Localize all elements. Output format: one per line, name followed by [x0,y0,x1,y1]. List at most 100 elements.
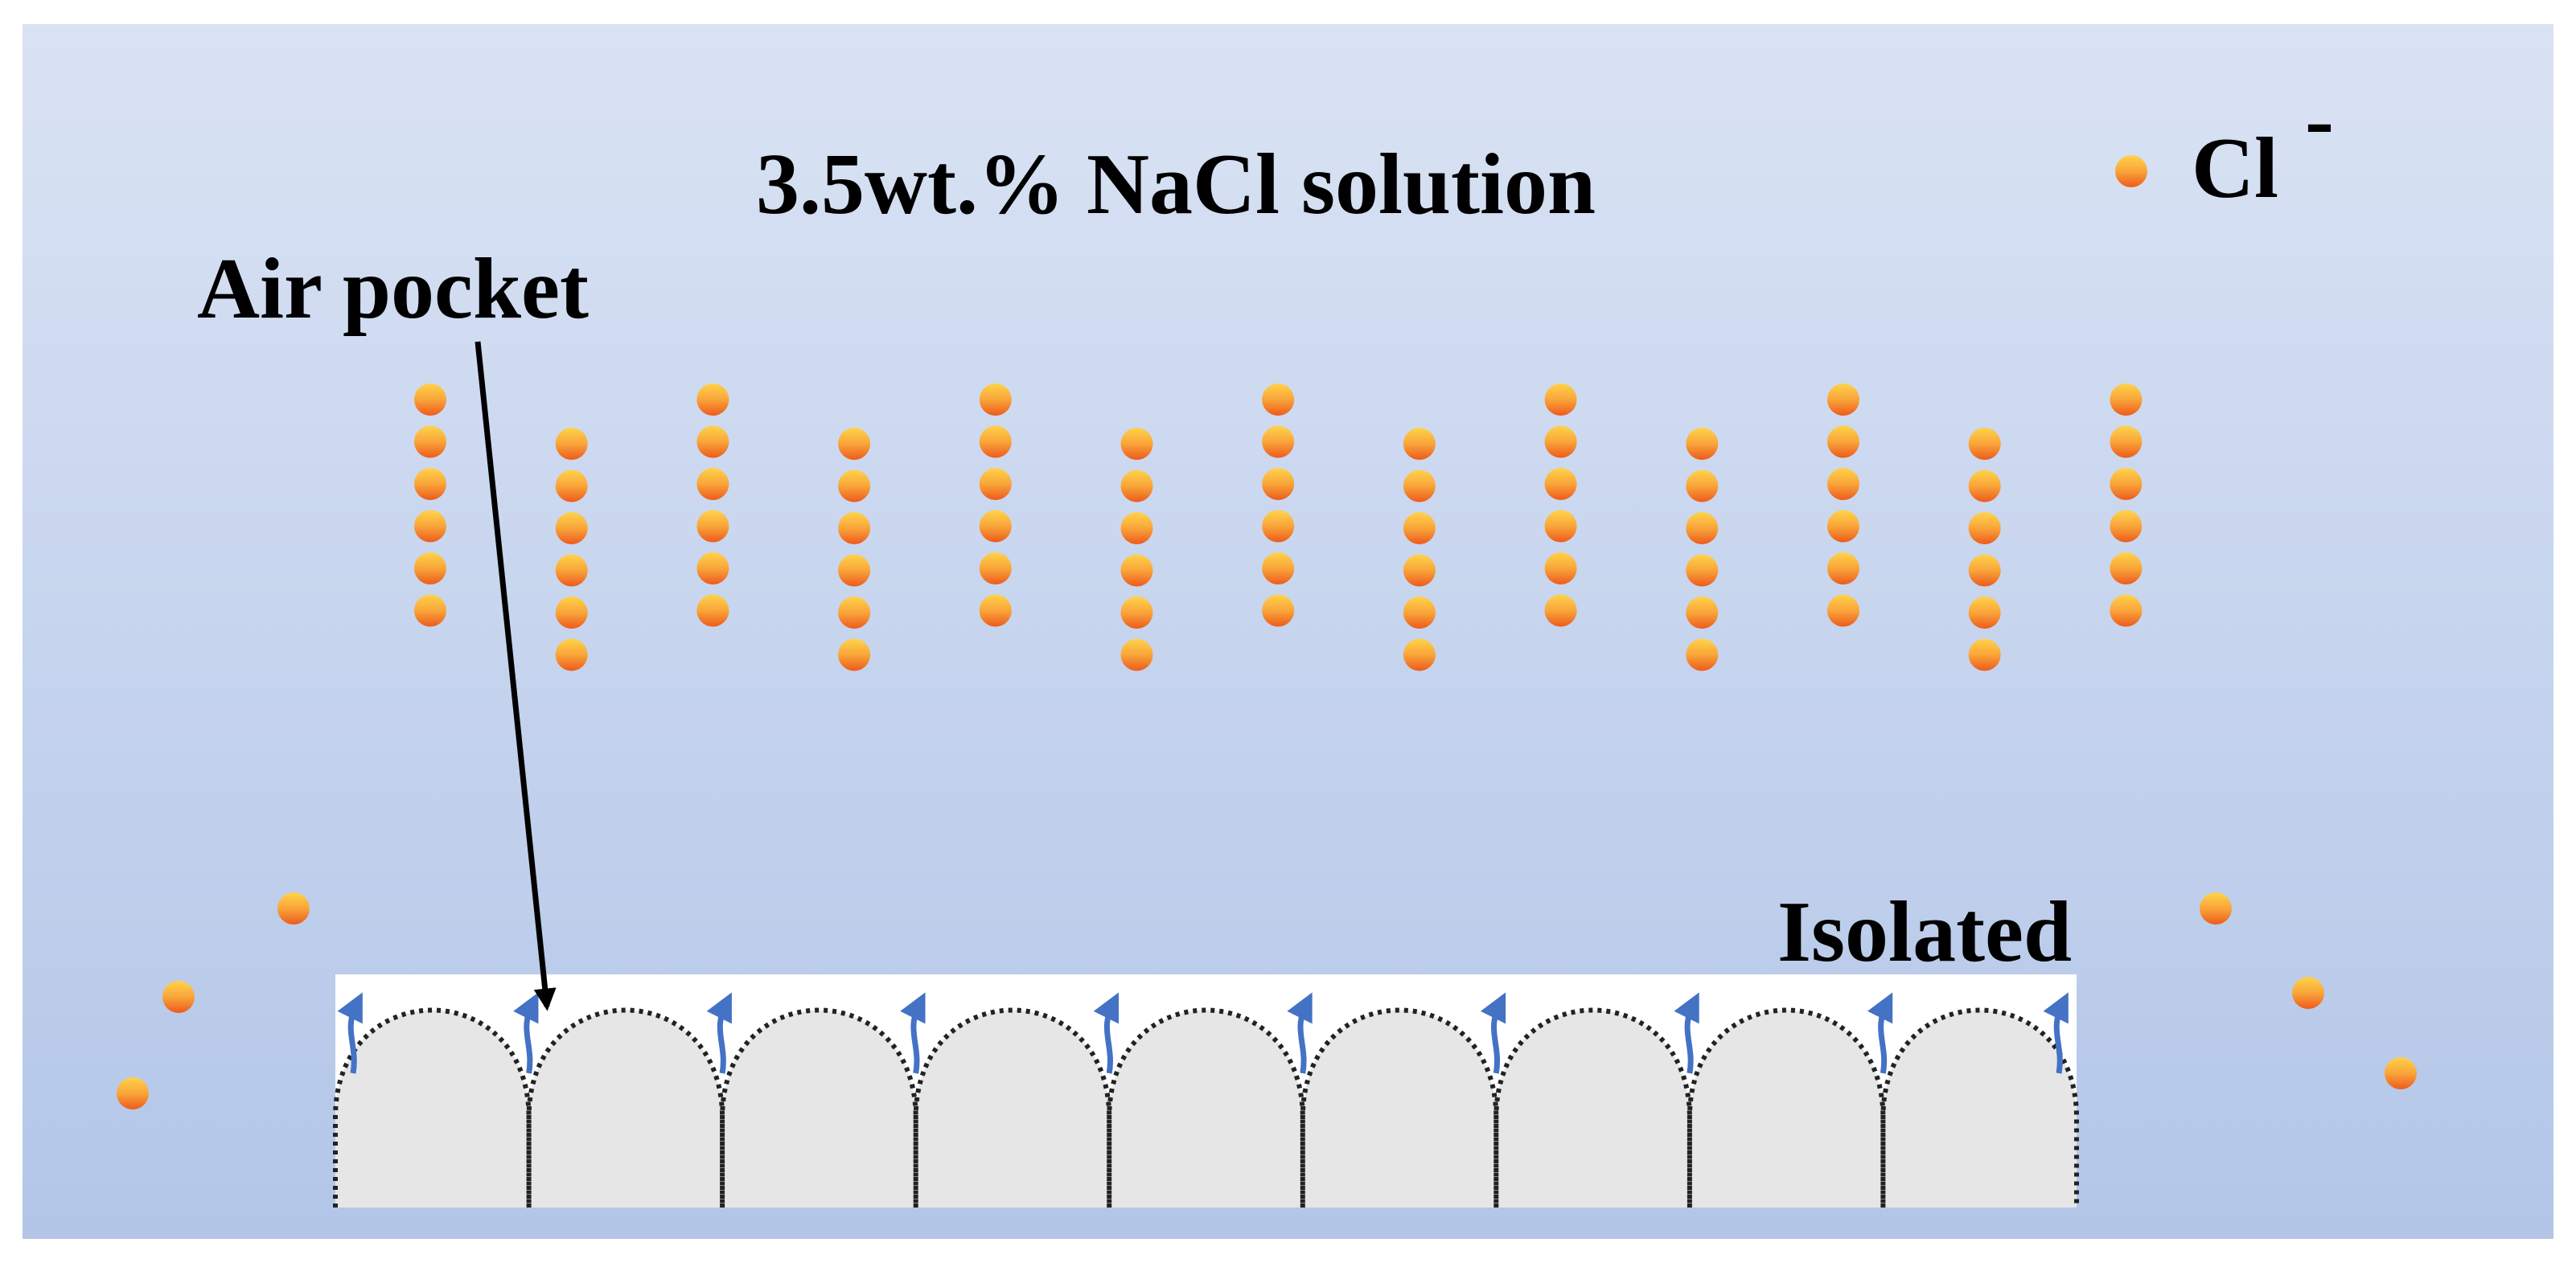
chloride-ion-icon [414,468,446,500]
chloride-ion-icon [1544,383,1577,416]
chloride-ion-icon [414,383,446,416]
chloride-ion-icon [1827,383,1859,416]
chloride-ion-icon [696,552,729,584]
chloride-ion-icon [1120,597,1153,629]
air-flow-arrow-icon [2043,992,2069,1074]
chloride-ion-icon [414,425,446,458]
chloride-ion-icon [696,594,729,627]
chloride-ion-icon [1686,638,1719,671]
chloride-ion-icon [1403,512,1436,544]
surface-bump [333,1007,532,1208]
chloride-ion-icon [1827,425,1859,458]
air-flow-arrow-icon [1480,992,1506,1074]
chloride-ion-icon [1262,425,1295,458]
chloride-ion-icon [1686,597,1719,629]
chloride-ion-icon [2110,425,2143,458]
chloride-ion-icon [1403,554,1436,587]
air-pocket-pointer [475,341,557,1011]
chloride-ion-icon [1120,554,1153,587]
chloride-ion-icon [1120,512,1153,544]
chloride-ion-icon [1544,425,1577,458]
chloride-ion-icon [555,638,588,671]
chloride-ion-icon [696,425,729,458]
chloride-ion-icon [838,597,871,629]
chloride-ion-icon [1544,468,1577,500]
chloride-ion-icon [1262,468,1295,500]
air-flow-arrow-icon [1093,992,1120,1074]
chloride-ion-icon [414,510,446,543]
solution-title: 3.5wt.% NaCl solution [756,137,1596,232]
surface-bump [1107,1007,1305,1208]
air-flow-arrow-icon [1867,992,1893,1074]
chloride-ion-icon [2110,468,2143,500]
chloride-ion-icon [1686,470,1719,502]
chloride-ion-icon [1120,428,1153,460]
chloride-ion-icon [1827,510,1859,543]
chloride-ion-icon [1968,554,2001,587]
chloride-ion-icon [1403,470,1436,502]
chloride-ion-icon [2110,510,2143,543]
surface-bump [526,1007,725,1208]
chloride-ion-icon [1262,594,1295,627]
chloride-ion-icon [2292,977,2324,1009]
chloride-ion-icon [1403,428,1436,460]
chloride-ion-icon [696,468,729,500]
chloride-ion-icon [1403,597,1436,629]
chloride-ion-icon [1686,512,1719,544]
superhydrophobic-surface [333,974,2079,1208]
air-flow-arrow-icon [337,992,363,1074]
chloride-ion-icon [555,512,588,544]
chloride-ion-icon [1262,552,1295,584]
air-flow-arrow-icon [706,992,732,1074]
chloride-ion-icon [1120,470,1153,502]
chloride-ion-icon [555,470,588,502]
legend-ion-charge: - [2305,72,2334,168]
chloride-ion-icon [1686,428,1719,460]
legend-ion-label: Cl [2192,121,2278,216]
chloride-ion-icon [2110,594,2143,627]
chloride-ion-icon [1968,597,2001,629]
chloride-ion-icon [1544,594,1577,627]
chloride-ion-icon [1968,638,2001,671]
chloride-ion-icon [1827,594,1859,627]
chloride-ion-icon [979,510,1012,543]
chloride-ion-icon [979,552,1012,584]
air-pocket-label: Air pocket [197,241,589,337]
chloride-ion-icon [1827,552,1859,584]
chloride-ion-icon [1262,510,1295,543]
surface-bump [1493,1007,1692,1208]
chloride-ion-icon [838,428,871,460]
chloride-ion-icon [555,554,588,587]
legend: Cl - [2115,72,2334,216]
chloride-ion-icon [2110,552,2143,584]
chloride-ion-icon [1262,383,1295,416]
chloride-ion-icon [555,428,588,460]
chloride-ion-icon [1544,552,1577,584]
chloride-ion-icon [979,425,1012,458]
chloride-ion-icon [838,638,871,671]
air-flow-arrow-icon [1287,992,1313,1074]
chloride-ion-icon [696,383,729,416]
chloride-ion-icon [1686,554,1719,587]
chloride-ion-icon [979,383,1012,416]
air-flow-arrow-icon [513,992,539,1074]
chloride-ion-icon [838,470,871,502]
chloride-ion-icon [277,892,310,925]
chloride-ion-icon [1544,510,1577,543]
chloride-ion-icon [2385,1057,2417,1089]
chloride-ions [117,383,2417,1109]
chloride-ion-icon [2115,155,2147,187]
chloride-ion-icon [1403,638,1436,671]
surface-bump [913,1007,1112,1208]
chloride-ion-icon [2110,383,2143,416]
chloride-ion-icon [1827,468,1859,500]
surface-bump [1880,1007,2079,1208]
surface-bump [720,1007,918,1208]
chloride-ion-icon [838,512,871,544]
chloride-ion-icon [2200,892,2232,925]
substrate [335,1010,2077,1208]
chloride-ion-icon [414,552,446,584]
chloride-ion-icon [1968,428,2001,460]
air-flow-arrow-icon [900,992,926,1074]
